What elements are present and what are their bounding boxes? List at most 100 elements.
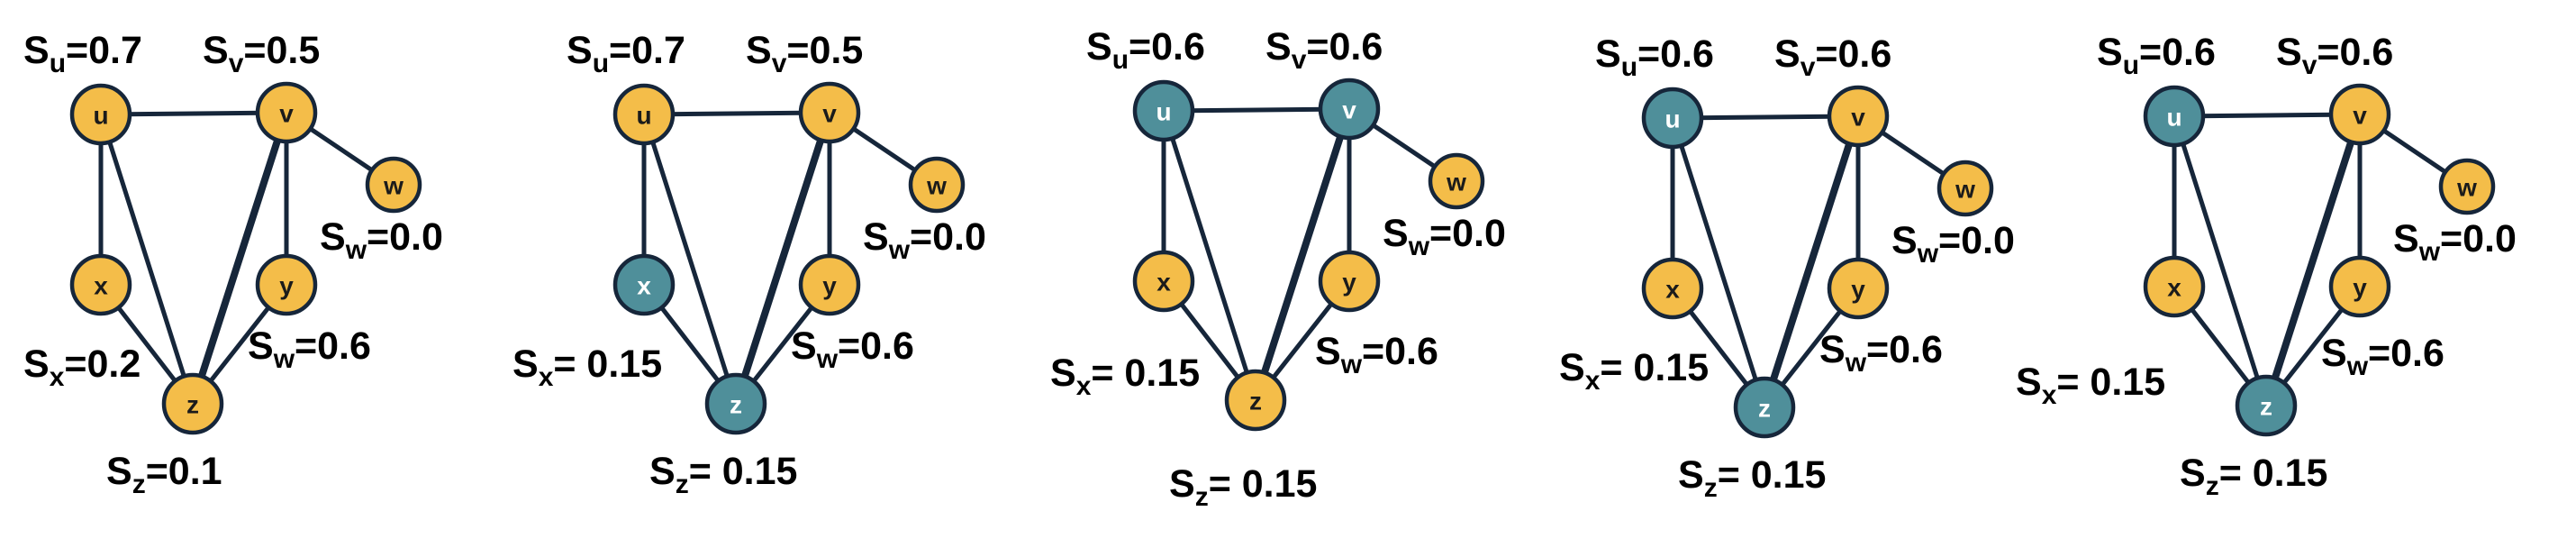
score-value: =0.2: [64, 342, 141, 386]
score-label-x: Sx= 0.15: [1559, 346, 1709, 396]
node-label-y: y: [279, 272, 294, 300]
score-value: =0.0: [1429, 212, 1506, 255]
score-prefix: S: [320, 215, 346, 259]
node-z: [2235, 374, 2298, 437]
node-x: [1132, 250, 1195, 313]
node-label-y: y: [822, 272, 837, 300]
node-label-u: u: [1156, 98, 1171, 126]
node-label-u: u: [636, 102, 651, 130]
score-label-u: Su=0.7: [23, 29, 142, 78]
node-w: [908, 156, 966, 214]
score-subscript: w: [1845, 348, 1867, 378]
score-prefix: S: [1050, 352, 1076, 395]
node-y: [255, 253, 318, 316]
score-label-x: Sx= 0.15: [2016, 361, 2165, 410]
score-subscript: u: [50, 49, 66, 78]
score-value: =0.6: [1129, 25, 1205, 68]
score-value: = 0.15: [2056, 361, 2165, 404]
edge-v-z: [2263, 111, 2363, 409]
node-x: [2143, 255, 2206, 318]
score-subscript: x: [2042, 380, 2057, 410]
node-label-y: y: [2353, 274, 2367, 302]
node-label-w: w: [926, 172, 947, 200]
node-x: [69, 253, 132, 316]
score-label-z: Sz=0.1: [106, 450, 222, 499]
edge-u-v: [641, 110, 832, 117]
score-label-v: Sv=0.6: [2276, 31, 2393, 80]
score-label-v: Sv=0.5: [203, 29, 320, 78]
score-prefix: S: [2393, 217, 2419, 260]
node-v: [1318, 78, 1381, 141]
score-subscript: u: [1112, 45, 1129, 75]
score-label-v: Sv=0.5: [746, 29, 863, 78]
node-y: [1318, 250, 1381, 313]
score-value: =0.6: [838, 324, 914, 368]
score-subscript: z: [676, 470, 689, 499]
score-label-x: Sx=0.2: [23, 342, 141, 392]
score-prefix: S: [106, 450, 132, 493]
node-label-x: x: [94, 272, 108, 300]
edge-u-z: [641, 112, 739, 406]
score-label-z: Sz= 0.15: [1678, 453, 1826, 503]
score-subscript: v: [2302, 50, 2317, 80]
node-label-u: u: [2166, 104, 2181, 132]
score-prefix: S: [1774, 32, 1800, 76]
score-prefix: S: [2097, 31, 2123, 74]
score-value: =0.6: [1866, 328, 1943, 371]
score-subscript: z: [2206, 471, 2219, 501]
score-label-y: Sw=0.6: [2321, 332, 2444, 381]
node-z: [1224, 369, 1287, 432]
score-value: = 0.15: [689, 450, 798, 493]
edge-v-z: [1252, 105, 1353, 404]
edge-v-z: [732, 109, 833, 407]
node-u: [69, 83, 132, 146]
node-label-v: v: [1342, 96, 1356, 124]
node-u: [1132, 79, 1195, 142]
edge-u-v: [2172, 112, 2363, 119]
score-label-v: Sv=0.6: [1774, 32, 1891, 82]
node-label-z: z: [2260, 393, 2272, 421]
node-w: [2438, 158, 2496, 215]
score-subscript: u: [593, 49, 609, 78]
edge-u-z: [98, 112, 195, 406]
node-x: [612, 253, 676, 316]
score-prefix: S: [567, 29, 593, 72]
edge-u-z: [2172, 114, 2269, 408]
node-label-x: x: [2167, 274, 2181, 302]
score-label-x: Sx= 0.15: [512, 342, 662, 392]
score-label-y: Sw=0.6: [1315, 330, 1438, 379]
score-prefix: S: [1891, 219, 1918, 262]
score-prefix: S: [512, 342, 539, 386]
score-prefix: S: [203, 29, 229, 72]
score-value: =0.0: [1938, 219, 2015, 262]
node-label-u: u: [1664, 105, 1680, 133]
score-subscript: x: [1585, 366, 1601, 396]
score-subscript: w: [816, 344, 839, 374]
score-label-u: Su=0.6: [2097, 31, 2216, 80]
score-prefix: S: [791, 324, 817, 368]
node-label-z: z: [1249, 388, 1262, 415]
edge-u-v: [1161, 106, 1352, 114]
score-prefix: S: [2016, 361, 2042, 404]
node-label-y: y: [1342, 269, 1356, 297]
score-value: = 0.15: [553, 342, 662, 386]
score-subscript: w: [2346, 352, 2369, 381]
edge-u-z: [1670, 115, 1767, 410]
score-prefix: S: [1595, 32, 1621, 76]
score-subscript: v: [1292, 45, 1307, 75]
score-value: = 0.15: [2219, 452, 2328, 495]
score-value: =0.6: [1815, 32, 1891, 76]
node-v: [2328, 83, 2391, 146]
score-label-y: Sw=0.6: [791, 324, 914, 374]
score-label-w: Sw=0.0: [863, 215, 986, 265]
score-prefix: S: [1383, 212, 1409, 255]
score-subscript: x: [1076, 371, 1092, 401]
node-z: [161, 372, 224, 435]
score-prefix: S: [649, 450, 676, 493]
score-subscript: z: [1195, 482, 1209, 512]
score-value: =0.6: [2139, 31, 2216, 74]
node-w: [1428, 152, 1485, 210]
